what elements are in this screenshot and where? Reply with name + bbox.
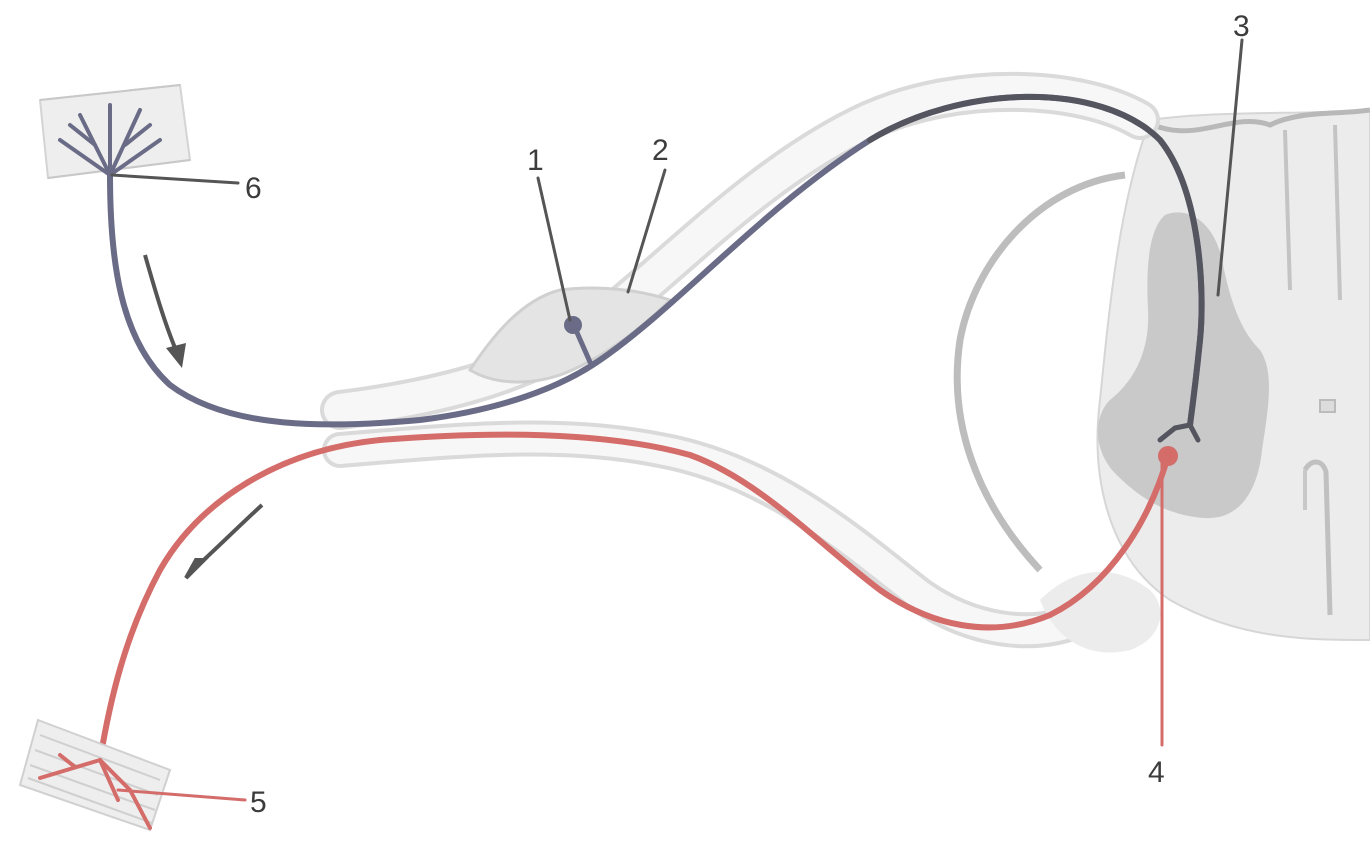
spinal-cord: [957, 110, 1370, 640]
pia-boundary: [957, 175, 1125, 570]
muscle-effector: [20, 720, 170, 830]
label-2: 2: [652, 134, 669, 167]
dorsal-root-sheath-inner: [340, 92, 1140, 410]
afferent-arrowhead: [166, 343, 186, 368]
skin-receptor-area: [40, 85, 190, 178]
label-6: 6: [245, 172, 262, 205]
sensory-neuron-soma: [564, 316, 582, 334]
label-3: 3: [1233, 10, 1250, 43]
label-5: 5: [250, 786, 267, 819]
motor-neuron: [100, 435, 1178, 760]
motor-fiber: [100, 435, 1168, 760]
afferent-direction-arrow: [145, 255, 178, 355]
dorsal-root-sheath: [340, 92, 1140, 410]
central-canal: [1320, 400, 1335, 412]
label-1: 1: [527, 144, 544, 177]
label-4: 4: [1148, 756, 1165, 789]
spinal-ganglion: [470, 288, 670, 382]
leader-line-6: [112, 175, 238, 183]
efferent-arrowhead: [186, 560, 204, 578]
